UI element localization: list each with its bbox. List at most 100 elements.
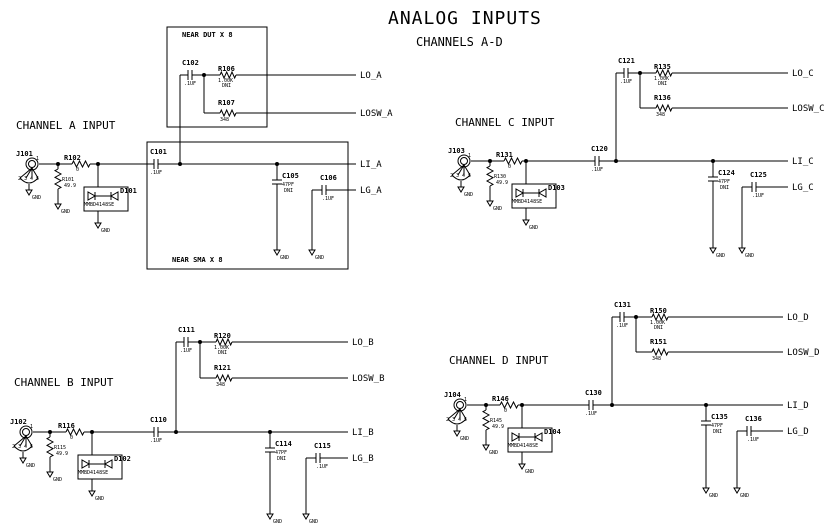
gnd-label: GND <box>529 225 538 231</box>
gnd-label: GND <box>273 519 282 525</box>
gnd-label: GND <box>716 253 725 259</box>
sma-jack-center <box>456 401 464 409</box>
diode-box <box>511 183 557 209</box>
net-losw: LOSW_C <box>792 104 825 114</box>
c-lg-refdes: C136 <box>745 415 762 423</box>
resistor-losw <box>215 373 233 383</box>
net-lo: LO_A <box>360 71 382 81</box>
diode-a <box>87 191 97 201</box>
gnd-arrow <box>738 247 746 254</box>
gnd-symbol: GND <box>25 189 41 201</box>
net-lo: LO_D <box>787 313 809 323</box>
gnd-arrow <box>709 247 717 254</box>
gnd-arrow <box>482 444 490 451</box>
gnd-label: GND <box>53 477 62 483</box>
capacitor-series <box>153 427 159 437</box>
r-series-value: 0 <box>76 167 79 173</box>
r-series-refdes: R116 <box>58 422 75 430</box>
diode-a <box>515 188 525 198</box>
r-losw-refdes: R121 <box>214 364 231 372</box>
diode-a <box>81 459 91 469</box>
r-losw-value: 348 <box>652 356 661 362</box>
c-lg-value: .1UF <box>747 437 759 443</box>
net-li: LI_B <box>352 428 374 438</box>
sma-jack-center <box>22 428 30 436</box>
c-shunt-dni: DNI <box>284 188 293 194</box>
jack-bus <box>13 445 33 452</box>
jack-pins: 2 3 4 5 <box>450 173 471 179</box>
r-lo-dni: DNI <box>218 350 227 356</box>
gnd-label: GND <box>32 195 41 201</box>
jack-refdes: J102 <box>10 418 27 426</box>
c-lo-value: .1UF <box>620 79 632 85</box>
diode-box <box>77 454 123 480</box>
c-shunt-refdes: C105 <box>282 172 299 180</box>
r-shunt-value: 49.9 <box>492 424 504 430</box>
r-lo-dni: DNI <box>658 81 667 87</box>
r-losw-value: 348 <box>656 112 665 118</box>
jack-lead <box>447 408 461 420</box>
jack-refdes: J104 <box>444 391 461 399</box>
resistor-losw <box>219 108 237 118</box>
capacitor-shunt <box>708 176 718 182</box>
gnd-label: GND <box>315 255 324 261</box>
gnd-symbol: GND <box>54 203 70 215</box>
jack-lead <box>31 167 39 179</box>
net-lg: LG_D <box>787 427 809 437</box>
channel-c-label: CHANNEL C INPUT <box>455 116 555 129</box>
diode-b <box>109 191 119 201</box>
resistor-series <box>499 400 519 410</box>
r-losw-refdes: R136 <box>654 94 671 102</box>
gnd-arrow <box>273 249 281 256</box>
c-lo-value: .1UF <box>180 348 192 354</box>
near-dut-label: NEAR DUT X 8 <box>182 31 233 39</box>
capacitor-lg <box>751 182 757 192</box>
net-losw: LOSW_A <box>360 109 393 119</box>
gnd-symbol: GND <box>88 490 104 502</box>
resistor-series <box>71 159 91 169</box>
jack-bus <box>447 418 467 425</box>
sma-jack-center <box>28 160 36 168</box>
gnd-arrow <box>518 463 526 470</box>
gnd-label: GND <box>309 519 318 525</box>
diode-a <box>511 432 521 442</box>
c-lg-refdes: C115 <box>314 442 331 450</box>
jack-lead <box>25 167 33 179</box>
diode-b <box>537 188 547 198</box>
capacitor-lg <box>321 185 327 195</box>
resistor-shunt <box>481 409 491 431</box>
diode-b <box>533 432 543 442</box>
jack-pin1: 1 <box>36 156 39 162</box>
c-lg-value: .1UF <box>322 196 334 202</box>
net-losw: LOSW_D <box>787 348 820 358</box>
c-lo-refdes: C131 <box>614 301 631 309</box>
c-series-value: .1UF <box>585 411 597 417</box>
capacitor-shunt <box>265 447 275 453</box>
c-shunt-value: 47PF <box>275 450 287 456</box>
r-shunt-value: 49.9 <box>496 180 508 186</box>
r-series-value: 0 <box>70 435 73 441</box>
c-lo-refdes: C121 <box>618 57 635 65</box>
gnd-label: GND <box>280 255 289 261</box>
resistor-series <box>503 156 523 166</box>
net-lo: LO_B <box>352 338 374 348</box>
diode-refdes: D103 <box>548 184 565 192</box>
r-shunt-refdes: R145 <box>490 418 502 424</box>
jack-pins: 2 3 4 5 <box>12 444 33 450</box>
near-sma-label: NEAR SMA X 8 <box>172 256 223 264</box>
c-shunt-refdes: C114 <box>275 440 292 448</box>
jack-pins: 2 3 4 5 <box>18 176 39 182</box>
r-series-refdes: R102 <box>64 154 81 162</box>
c-series-refdes: C110 <box>150 416 167 424</box>
resistor-losw <box>651 347 669 357</box>
jack-bus <box>451 174 471 181</box>
net-li: LI_C <box>792 157 814 167</box>
gnd-symbol: GND <box>46 471 62 483</box>
diode-refdes: D102 <box>114 455 131 463</box>
net-lg: LG_B <box>352 454 374 464</box>
schematic-subtitle: CHANNELS A-D <box>416 35 503 49</box>
resistor-shunt <box>45 436 55 458</box>
gnd-arrow <box>266 513 274 520</box>
